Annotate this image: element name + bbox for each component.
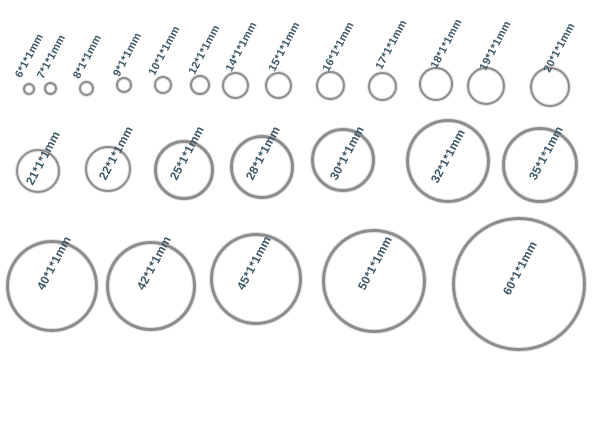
ring-size-label: 10*1*1mm: [146, 24, 183, 78]
o-ring: [264, 71, 292, 99]
ring-size-label: 9*1*1mm: [111, 30, 145, 79]
o-ring: [190, 75, 210, 95]
o-ring: [406, 119, 490, 203]
ring-size-label: 19*1*1mm: [477, 19, 514, 73]
o-ring: [322, 229, 426, 333]
o-ring: [154, 76, 172, 94]
o-ring: [467, 67, 505, 105]
ring-size-label: 15*1*1mm: [266, 20, 303, 74]
o-ring: [419, 67, 453, 101]
o-ring: [154, 140, 214, 200]
ring-size-label: 18*1*1mm: [428, 17, 465, 71]
o-ring: [311, 128, 375, 192]
o-ring: [106, 241, 196, 331]
o-ring: [530, 67, 570, 107]
o-ring: [230, 135, 294, 199]
o-ring: [367, 71, 397, 101]
o-ring: [315, 70, 345, 100]
ring-size-label: 8*1*1mm: [71, 32, 105, 81]
o-ring: [6, 240, 98, 332]
o-ring: [78, 80, 94, 96]
ring-size-label: 17*1*1mm: [373, 18, 410, 72]
o-ring: [16, 149, 60, 193]
ring-size-label: 12*1*1mm: [186, 23, 223, 77]
ring-size-label: 14*1*1mm: [223, 20, 260, 74]
o-ring: [210, 233, 302, 325]
o-ring: [221, 71, 249, 99]
o-ring: [502, 127, 578, 203]
o-ring: [23, 83, 35, 95]
o-ring: [452, 217, 586, 351]
o-ring: [116, 77, 132, 93]
o-ring: [85, 146, 131, 192]
o-ring: [43, 81, 57, 95]
ring-size-label: 16*1*1mm: [320, 20, 357, 74]
ring-size-label: 20*1*1mm: [541, 21, 578, 75]
